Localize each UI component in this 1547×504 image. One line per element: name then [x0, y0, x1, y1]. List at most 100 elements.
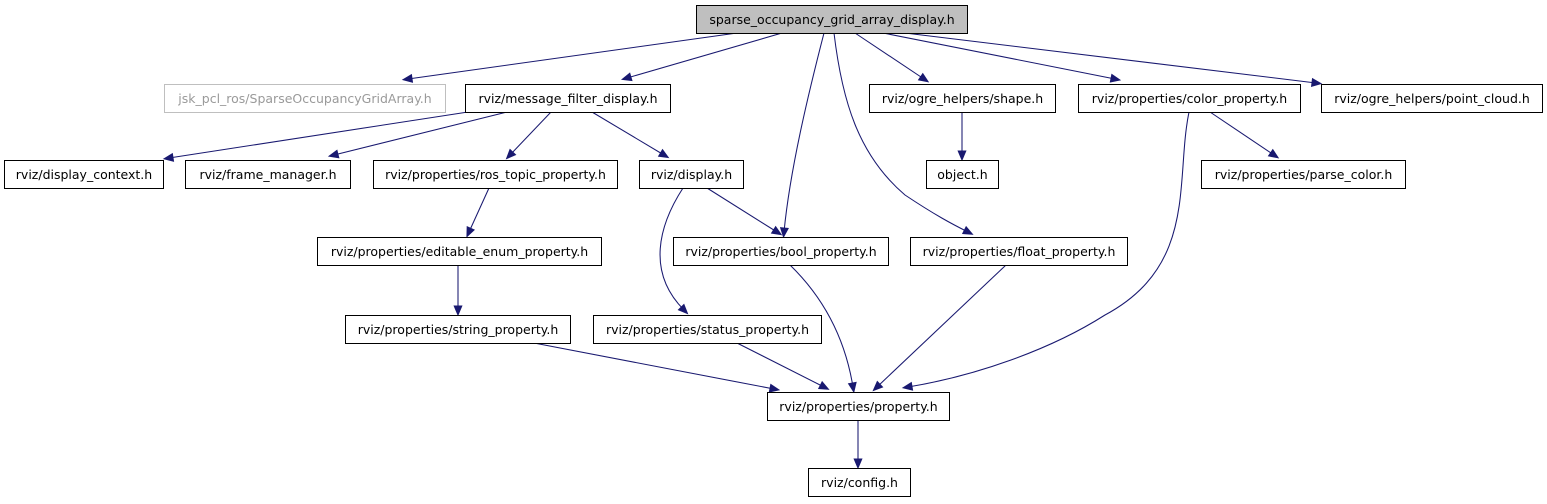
node-box: [767, 392, 950, 421]
edge-arrowhead: [847, 381, 857, 394]
edge-line: [904, 32, 1317, 84]
edge-arrowhead: [327, 149, 340, 159]
node-editenum[interactable]: rviz/properties/editable_enum_property.h: [317, 237, 602, 266]
edge-arrowhead: [453, 305, 463, 317]
edge-floatprop-to-property: [872, 264, 1007, 392]
node-mfd[interactable]: rviz/message_filter_display.h: [465, 84, 671, 113]
edge-line: [626, 32, 783, 79]
node-label: object.h: [937, 167, 987, 182]
edge-arrowhead: [770, 225, 783, 236]
edge-arrowhead: [917, 72, 930, 83]
node-framemgr[interactable]: rviz/frame_manager.h: [185, 160, 351, 189]
node-box: [1201, 160, 1406, 189]
node-floatprop[interactable]: rviz/properties/float_property.h: [910, 237, 1128, 266]
node-box: [673, 237, 889, 266]
node-label: rviz/frame_manager.h: [199, 167, 336, 182]
edge-arrowhead: [872, 380, 884, 392]
node-label: rviz/properties/parse_color.h: [1215, 167, 1393, 182]
edge-arrowhead: [505, 148, 517, 160]
node-box: [639, 160, 744, 189]
edge-line: [706, 187, 778, 233]
edge-root-to-floatprop: [833, 32, 974, 235]
edge-statusprop-to-property: [736, 342, 830, 390]
edge-line: [907, 111, 1190, 388]
edge-line: [659, 187, 685, 311]
node-box: [465, 84, 671, 113]
edge-shape-to-object: [957, 112, 967, 162]
edge-root-to-colorprop: [882, 32, 1122, 83]
node-box: [1321, 84, 1543, 113]
edge-line: [833, 32, 969, 233]
node-shape[interactable]: rviz/ogre_helpers/shape.h: [869, 84, 1056, 113]
node-stringprop[interactable]: rviz/properties/string_property.h: [345, 315, 571, 344]
edge-arrowhead: [817, 380, 830, 390]
edge-arrowhead: [620, 72, 633, 82]
edge-arrowhead: [677, 303, 689, 315]
node-label: rviz/display_context.h: [16, 167, 152, 182]
edge-mfd-to-framemgr: [327, 111, 508, 159]
edge-line: [509, 111, 552, 156]
edge-line: [783, 32, 825, 233]
edge-line: [854, 32, 925, 80]
node-box: [345, 315, 571, 344]
node-label: rviz/properties/string_property.h: [358, 322, 559, 337]
edge-line: [591, 111, 665, 156]
edge-arrowhead: [401, 73, 414, 83]
edge-line: [168, 111, 469, 159]
edge-boolprop-to-property: [789, 264, 857, 394]
node-object[interactable]: object.h: [926, 160, 999, 189]
edge-line: [882, 32, 1116, 80]
edge-arrowhead: [1267, 148, 1280, 159]
node-label: rviz/properties/bool_property.h: [685, 244, 876, 259]
edge-arrowhead: [466, 226, 476, 238]
node-label: rviz/properties/ros_topic_property.h: [385, 167, 606, 182]
node-parsecolor[interactable]: rviz/properties/parse_color.h: [1201, 160, 1406, 189]
edge-editenum-to-stringprop: [453, 265, 463, 317]
node-box: [926, 160, 999, 189]
node-box: [696, 5, 968, 34]
edge-line: [789, 264, 854, 388]
node-label: rviz/properties/color_property.h: [1092, 91, 1287, 106]
node-label: rviz/properties/property.h: [779, 399, 937, 414]
node-box: [593, 315, 822, 344]
edge-arrowhead: [961, 225, 974, 235]
node-dispctx[interactable]: rviz/display_context.h: [4, 160, 164, 189]
edge-colorprop-to-parsecolor: [1209, 111, 1280, 159]
node-label: rviz/properties/float_property.h: [923, 244, 1116, 259]
node-label: rviz/config.h: [821, 475, 898, 490]
edge-line: [876, 264, 1007, 388]
edge-arrowhead: [779, 227, 789, 239]
node-property[interactable]: rviz/properties/property.h: [767, 392, 950, 421]
edge-arrowhead: [957, 150, 967, 162]
node-rostopic[interactable]: rviz/properties/ros_topic_property.h: [373, 160, 618, 189]
edge-property-to-config: [853, 420, 863, 470]
node-label: rviz/properties/editable_enum_property.h: [331, 244, 588, 259]
node-box: [4, 160, 164, 189]
edge-line: [736, 342, 825, 388]
node-label: sparse_occupancy_grid_array_display.h: [709, 12, 954, 27]
node-label: rviz/display.h: [651, 167, 732, 182]
edge-display-to-boolprop: [706, 187, 783, 236]
node-box: [317, 237, 602, 266]
node-pointcloud[interactable]: rviz/ogre_helpers/point_cloud.h: [1321, 84, 1543, 113]
node-root[interactable]: sparse_occupancy_grid_array_display.h: [696, 5, 968, 34]
node-statusprop[interactable]: rviz/properties/status_property.h: [593, 315, 822, 344]
node-display[interactable]: rviz/display.h: [639, 160, 744, 189]
node-box: [808, 468, 911, 497]
node-label: rviz/properties/status_property.h: [606, 322, 809, 337]
node-box: [910, 237, 1128, 266]
edge-colorprop-to-property: [901, 111, 1190, 391]
edge-arrowhead: [853, 458, 863, 470]
edge-mfd-to-display: [591, 111, 670, 159]
edge-root-to-mfd: [620, 32, 783, 82]
node-label: rviz/ogre_helpers/point_cloud.h: [1334, 91, 1530, 106]
edge-line: [407, 32, 738, 80]
node-config[interactable]: rviz/config.h: [808, 468, 911, 497]
node-colorprop[interactable]: rviz/properties/color_property.h: [1078, 84, 1301, 113]
node-boolprop[interactable]: rviz/properties/bool_property.h: [673, 237, 889, 266]
node-box: [185, 160, 351, 189]
edge-stringprop-to-property: [533, 342, 781, 393]
node-box: [869, 84, 1056, 113]
edge-display-to-statusprop: [659, 187, 689, 315]
